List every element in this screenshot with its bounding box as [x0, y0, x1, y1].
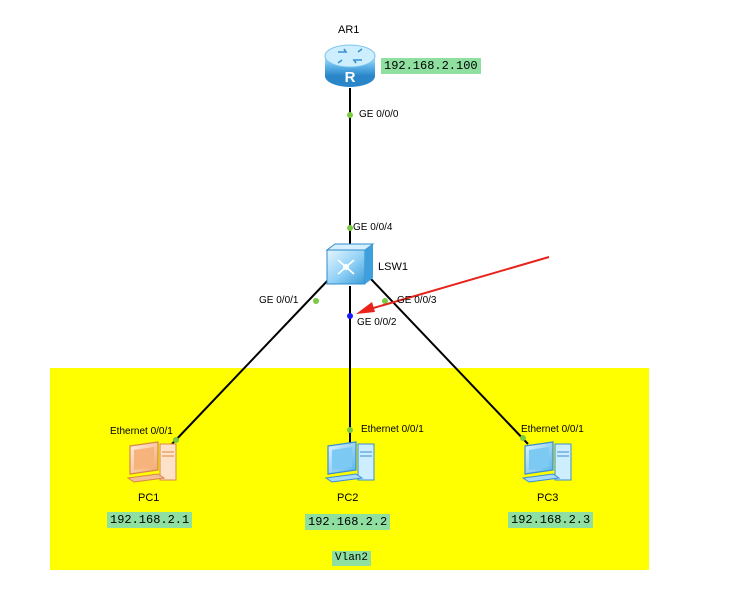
- ip-tag-pc3: 192.168.2.3: [508, 512, 594, 528]
- ip-tag-pc1: 192.168.2.1: [107, 512, 193, 528]
- port-label-pc1-eth001: Ethernet 0/0/1: [110, 426, 173, 437]
- pc2-name: PC2: [337, 492, 359, 504]
- ip-tag-ar1: 192.168.2.100: [381, 58, 481, 74]
- port-dot-lsw1-ge004[interactable]: [347, 225, 353, 231]
- port-dot-pc3-eth001[interactable]: [520, 435, 526, 441]
- link-lsw1-pc3[interactable]: [369, 277, 529, 445]
- router-icon[interactable]: R: [324, 44, 376, 87]
- pc2-icon[interactable]: [324, 441, 375, 483]
- port-dot-ar1-ge000[interactable]: [347, 112, 353, 118]
- port-label-lsw1-ge004: GE 0/0/4: [353, 222, 393, 233]
- port-dot-lsw1-ge001[interactable]: [313, 298, 319, 304]
- svg-text:R: R: [345, 69, 356, 86]
- port-label-lsw1-ge001: GE 0/0/1: [259, 295, 299, 306]
- ip-tag-pc2: 192.168.2.2: [305, 514, 391, 530]
- port-dot-lsw1-ge003[interactable]: [382, 298, 388, 304]
- pc1-name: PC1: [138, 492, 160, 504]
- vlan-label: Vlan2: [332, 551, 372, 566]
- router-name: AR1: [338, 24, 360, 36]
- annotation-arrow: [356, 256, 550, 314]
- port-dot-pc2-eth001[interactable]: [347, 427, 353, 433]
- link-lsw1-pc1[interactable]: [171, 277, 331, 445]
- port-label-lsw1-ge002: GE 0/0/2: [357, 317, 397, 328]
- port-label-ar1-ge000: GE 0/0/0: [359, 109, 399, 120]
- port-label-pc2-eth001: Ethernet 0/0/1: [361, 424, 424, 435]
- port-label-lsw1-ge003: GE 0/0/3: [397, 295, 437, 306]
- port-dot-lsw1-ge002[interactable]: [347, 313, 353, 319]
- pc1-icon[interactable]: [126, 441, 177, 483]
- pc3-name: PC3: [537, 492, 559, 504]
- port-label-pc3-eth001: Ethernet 0/0/1: [521, 424, 584, 435]
- pc3-icon[interactable]: [521, 441, 572, 483]
- port-dot-pc1-eth001[interactable]: [173, 437, 179, 443]
- switch-name: LSW1: [378, 261, 408, 273]
- switch-icon[interactable]: [325, 243, 375, 285]
